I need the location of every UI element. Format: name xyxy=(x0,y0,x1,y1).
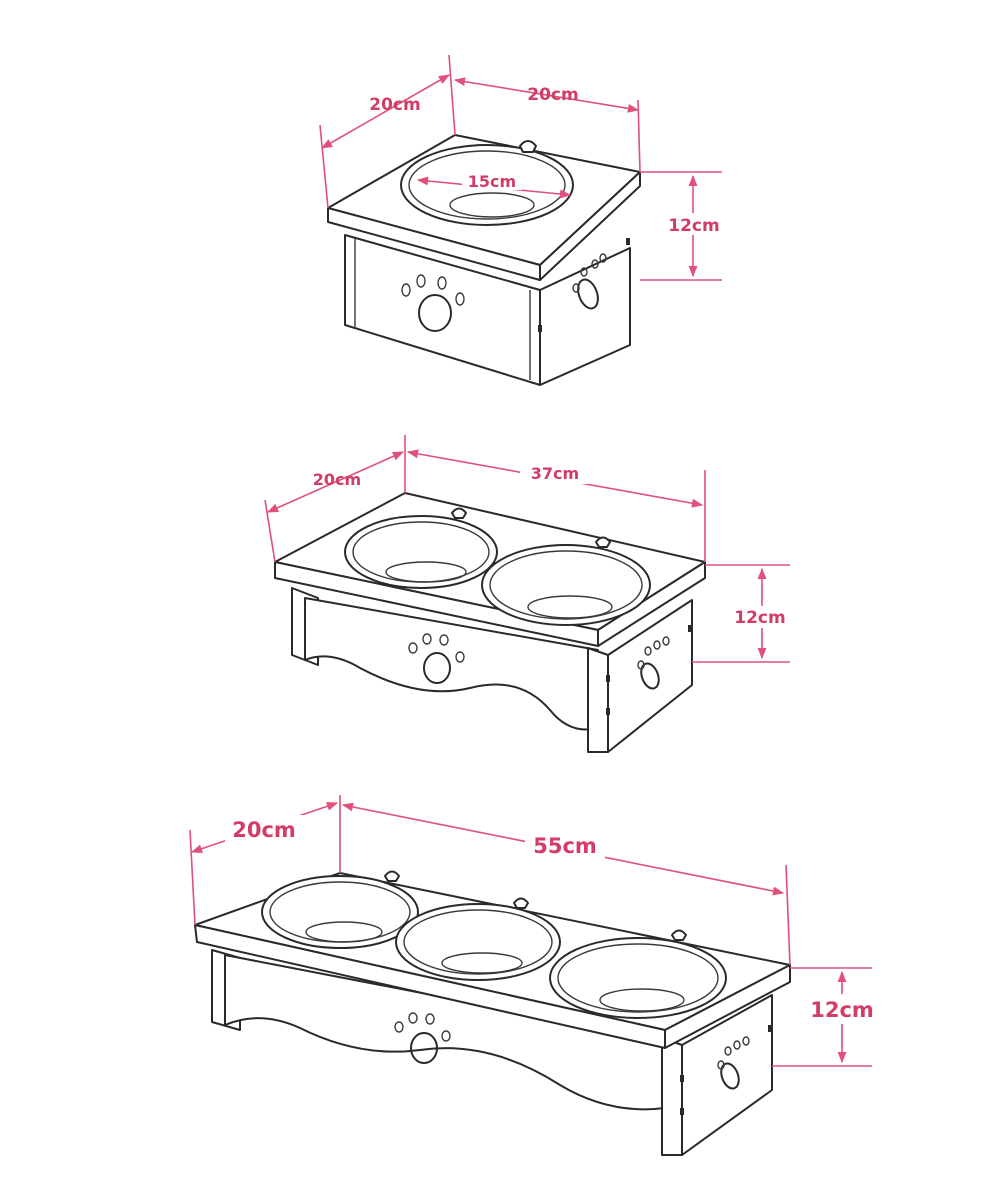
depth-label: 20cm xyxy=(232,818,296,842)
dimension-height: 12cm xyxy=(692,564,790,663)
single-bowl-stand: 20cm 20cm 15cm 12cm xyxy=(319,54,724,386)
width-label: 55cm xyxy=(533,834,597,858)
height-label: 12cm xyxy=(810,998,874,1022)
double-bowl-stand: 20cm 37cm 12cm xyxy=(264,435,790,753)
bowl xyxy=(395,897,561,981)
paw-print-icon xyxy=(401,274,465,332)
bowl-diameter-label: 15cm xyxy=(468,172,516,191)
dimension-width: 37cm xyxy=(406,449,706,562)
bowl xyxy=(344,507,498,589)
paw-print-icon xyxy=(717,1036,750,1090)
bowl xyxy=(261,870,419,949)
triple-bowl-stand: 20cm 55cm 12cm xyxy=(189,795,881,1156)
height-label: 12cm xyxy=(668,216,719,236)
depth-label: 20cm xyxy=(369,95,420,115)
dimension-height: 12cm xyxy=(772,967,881,1067)
width-label: 20cm xyxy=(527,85,578,105)
dimension-depth: 20cm xyxy=(189,795,341,926)
depth-label: 20cm xyxy=(313,470,361,489)
bowl xyxy=(481,536,651,626)
dimension-width: 20cm xyxy=(453,77,641,173)
paw-print-icon xyxy=(394,1012,451,1064)
height-label: 12cm xyxy=(734,608,785,628)
dimension-depth: 20cm xyxy=(319,54,456,209)
width-label: 37cm xyxy=(531,464,579,483)
dimension-height: 12cm xyxy=(640,171,724,281)
paw-print-icon xyxy=(637,636,670,690)
bowl xyxy=(549,929,727,1019)
dimension-width: 55cm xyxy=(341,802,791,966)
dimension-depth: 20cm xyxy=(264,435,406,563)
paw-print-icon xyxy=(572,253,607,310)
dimension-bowl-diameter: 15cm xyxy=(416,170,572,199)
paw-print-icon xyxy=(408,633,465,684)
